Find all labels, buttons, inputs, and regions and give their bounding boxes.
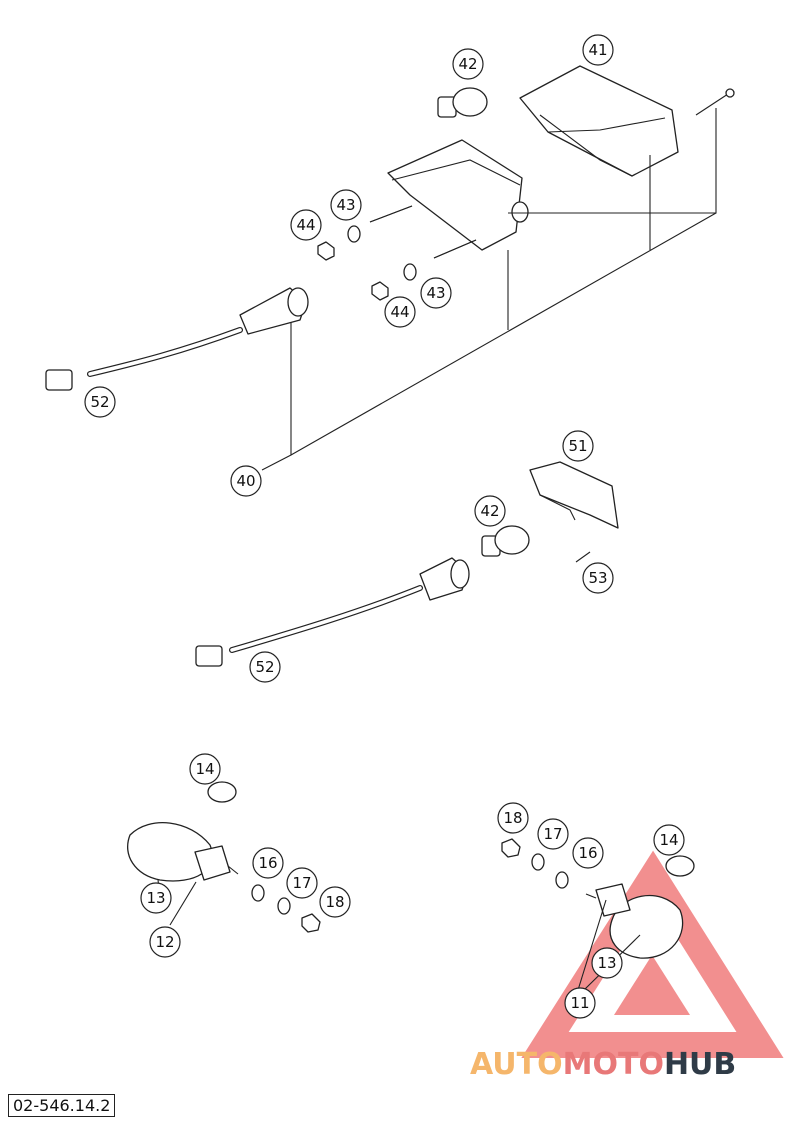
callout-17-right: 17 — [537, 818, 569, 850]
screw-53 — [575, 551, 591, 563]
svg-text:42: 42 — [458, 55, 477, 73]
callout-53: 53 — [582, 562, 614, 594]
callout-17-left: 17 — [286, 867, 318, 899]
callout-11: 11 — [564, 987, 596, 1019]
svg-text:18: 18 — [325, 893, 344, 911]
svg-text:AUTOMOTOHUB: AUTOMOTOHUB — [470, 1047, 736, 1082]
callout-13-left: 13 — [140, 882, 172, 914]
callout-18-right: 18 — [497, 802, 529, 834]
socket-cable-52-mid — [195, 557, 470, 667]
callout-14-right: 14 — [653, 824, 685, 856]
tail-light-housing — [387, 139, 529, 251]
callout-44-a: 44 — [290, 209, 322, 241]
svg-text:13: 13 — [146, 889, 165, 907]
callout-16-right: 16 — [572, 837, 604, 869]
bulb-42-top — [437, 87, 488, 118]
svg-text:18: 18 — [503, 809, 522, 827]
callout-16-left: 16 — [252, 847, 284, 879]
svg-text:40: 40 — [236, 472, 255, 490]
svg-text:52: 52 — [90, 393, 109, 411]
svg-text:43: 43 — [336, 196, 355, 214]
callout-42-mid: 42 — [474, 495, 506, 527]
washers-nuts-top — [317, 225, 417, 301]
callout-41: 41 — [582, 34, 614, 66]
svg-text:43: 43 — [426, 284, 445, 302]
svg-text:41: 41 — [588, 41, 607, 59]
svg-text:51: 51 — [568, 437, 587, 455]
tail-light-lens-41 — [519, 65, 679, 177]
svg-text:44: 44 — [296, 216, 315, 234]
svg-text:16: 16 — [578, 844, 597, 862]
callout-42-top: 42 — [452, 48, 484, 80]
bulb-42-mid — [481, 525, 530, 557]
callout-43-b: 43 — [420, 277, 452, 309]
leader-lines-40 — [261, 155, 717, 471]
svg-text:12: 12 — [155, 933, 174, 951]
svg-text:44: 44 — [390, 303, 409, 321]
callout-13-right: 13 — [591, 947, 623, 979]
callout-52-top: 52 — [84, 386, 116, 418]
svg-text:52: 52 — [255, 658, 274, 676]
callout-52-mid: 52 — [249, 651, 281, 683]
svg-text:16: 16 — [258, 854, 277, 872]
svg-text:11: 11 — [570, 994, 589, 1012]
callout-18-left: 18 — [319, 886, 351, 918]
callout-43-a: 43 — [330, 189, 362, 221]
socket-cable-52-top — [45, 287, 309, 391]
drawing-number-label: 02-546.14.2 — [8, 1094, 116, 1117]
right-turn-signal — [501, 838, 695, 991]
left-turn-signal — [127, 781, 321, 933]
callout-12: 12 — [149, 926, 181, 958]
svg-text:17: 17 — [292, 874, 311, 892]
callout-40: 40 — [230, 465, 262, 497]
svg-text:17: 17 — [543, 825, 562, 843]
svg-text:53: 53 — [588, 569, 607, 587]
license-light-housing-51 — [529, 461, 619, 529]
svg-text:14: 14 — [659, 831, 678, 849]
callout-14-left: 14 — [189, 753, 221, 785]
callout-51: 51 — [562, 430, 594, 462]
studs — [369, 205, 477, 259]
svg-text:14: 14 — [195, 760, 214, 778]
callout-44-b: 44 — [384, 296, 416, 328]
watermark-brand-text: AUTOMOTOHUB — [470, 1047, 736, 1082]
svg-text:13: 13 — [597, 954, 616, 972]
svg-text:42: 42 — [480, 502, 499, 520]
